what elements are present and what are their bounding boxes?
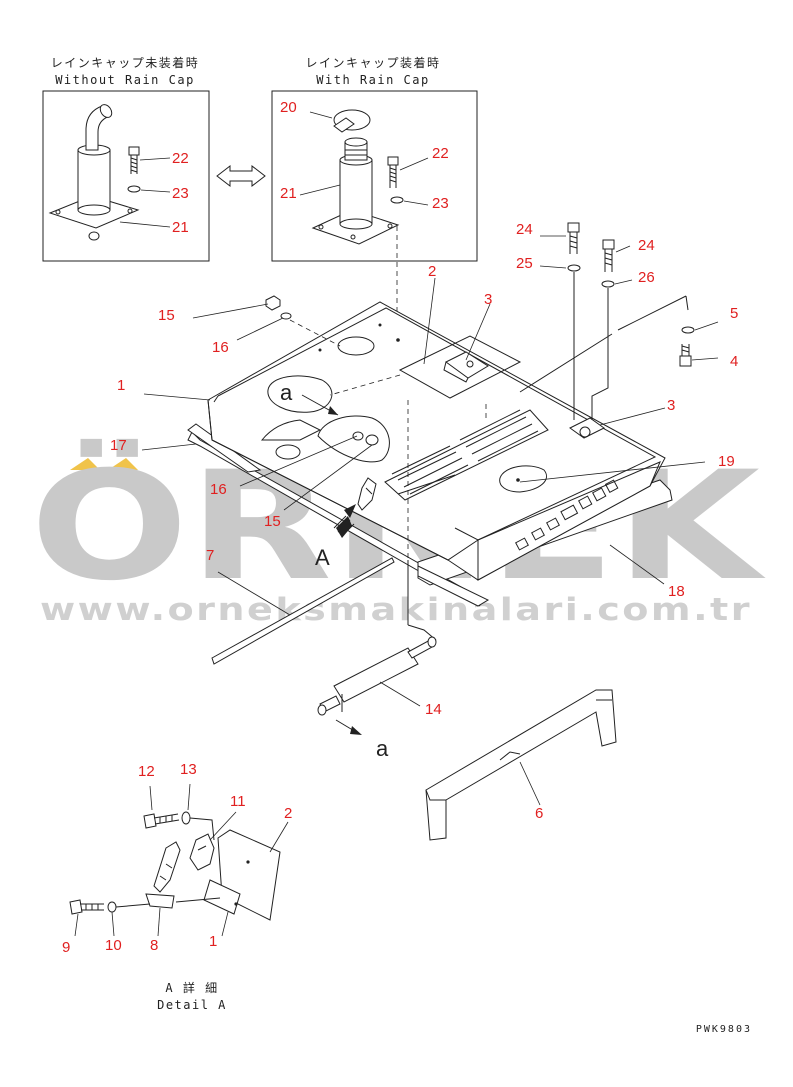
callout-15: 15	[264, 513, 281, 530]
callout-11: 11	[230, 793, 246, 810]
callout-10: 10	[105, 937, 122, 954]
callout-9: 9	[62, 939, 70, 956]
watermark-url: www.orneksmakinalari.com.tr	[40, 592, 752, 628]
callout-23: 23	[432, 195, 449, 212]
gas-spring-14: 14 a	[317, 624, 442, 761]
callout-16: 16	[212, 339, 229, 356]
callout-21: 21	[172, 219, 189, 236]
callout-23: 23	[172, 185, 189, 202]
handle-6: 6	[425, 689, 617, 841]
detail-title-en: Detail A	[157, 998, 227, 1012]
callout-2: 2	[284, 805, 292, 822]
callout-21: 21	[280, 185, 297, 202]
view-a-letter: a	[280, 380, 293, 405]
callout-25: 25	[516, 255, 533, 272]
callout-5: 5	[730, 305, 738, 322]
washer-23a	[127, 185, 141, 193]
detail-A: 12 13 11 2 9 10 8 1 A 詳 細 Detail A	[62, 761, 292, 1012]
inset-right-frame	[271, 90, 478, 262]
bolt-22b	[387, 156, 399, 188]
callout-1: 1	[117, 377, 125, 394]
inset-left-frame	[42, 90, 210, 262]
washer-25	[567, 264, 581, 272]
callout-22: 22	[172, 150, 189, 167]
hood-lever	[357, 477, 377, 511]
washer-26	[601, 280, 615, 288]
washer-16	[280, 312, 292, 320]
callout-12: 12	[138, 763, 155, 780]
callout-24: 24	[638, 237, 655, 254]
callout-22: 22	[432, 145, 449, 162]
bolt-24b	[602, 239, 615, 272]
view-a-region	[267, 375, 333, 413]
umlaut-mark-right	[108, 458, 138, 470]
callout-3: 3	[667, 397, 675, 414]
hood-assembly: a A	[110, 221, 738, 625]
view-arrow-A: A	[315, 504, 356, 570]
drawing-code: PWK9803	[696, 1024, 752, 1035]
interchangeable-arrow	[216, 164, 266, 188]
nut-15	[265, 295, 281, 311]
callout-14: 14	[425, 701, 442, 718]
hood-side-panel	[477, 461, 661, 581]
rain-cap-drawing	[311, 109, 400, 245]
inset-with-rain-cap: レインキャップ装着時 With Rain Cap 20 22 23	[271, 55, 478, 340]
callout-15: 15	[158, 307, 175, 324]
exhaust-pipe-drawing	[48, 104, 140, 241]
callout-17: 17	[110, 437, 127, 454]
callout-6: 6	[535, 805, 543, 822]
callout-8: 8	[150, 937, 158, 954]
callout-18: 18	[668, 583, 685, 600]
bolt-22a	[128, 146, 140, 174]
callout-20: 20	[280, 99, 297, 116]
inset-left-title-jp: レインキャップ未装着時	[51, 55, 200, 70]
latch-3b	[569, 417, 605, 439]
rod-7: 7	[206, 547, 395, 665]
callout-26: 26	[638, 269, 655, 286]
washer-5	[681, 326, 695, 334]
callout-4: 4	[730, 353, 738, 370]
side-vents	[515, 479, 619, 551]
washer-23b	[390, 196, 404, 204]
detail-title-jp: A 詳 細	[165, 980, 218, 995]
callout-19: 19	[718, 453, 735, 470]
view-letter-A: A	[315, 545, 330, 570]
seal-strip-17	[187, 431, 481, 607]
callout-2: 2	[428, 263, 436, 280]
callout-3: 3	[484, 291, 492, 308]
callout-16: 16	[210, 481, 227, 498]
latch-3	[443, 351, 489, 383]
callout-24: 24	[516, 221, 533, 238]
callout-7: 7	[206, 547, 214, 564]
callout-13: 13	[180, 761, 197, 778]
louver-panel	[384, 409, 549, 501]
inset-right-title-en: With Rain Cap	[316, 73, 429, 87]
inset-without-rain-cap: レインキャップ未装着時 Without Rain Cap 22 23 21	[42, 55, 210, 262]
inset-right-title-jp: レインキャップ装着時	[305, 55, 440, 70]
bolt-4	[679, 344, 692, 367]
umlaut-mark-left	[70, 458, 100, 470]
callout-1: 1	[209, 933, 217, 950]
inset-left-title-en: Without Rain Cap	[55, 73, 195, 87]
view-letter-a: a	[376, 736, 389, 761]
bolt-24a	[567, 222, 580, 254]
